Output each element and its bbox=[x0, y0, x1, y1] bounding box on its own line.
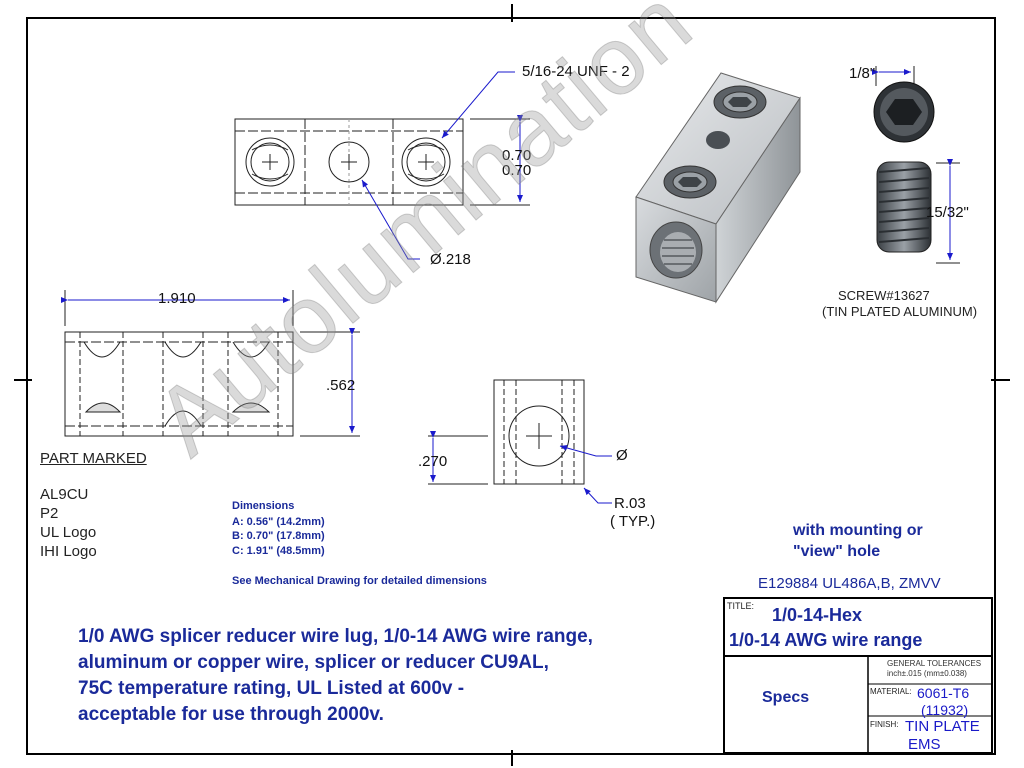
title-block bbox=[723, 597, 993, 754]
dimension-c: C: 1.91" (48.5mm) bbox=[232, 545, 325, 557]
screw-label: SCREW#13627 bbox=[838, 288, 930, 303]
dim-height: .562 bbox=[326, 377, 356, 394]
dim-hole-diameter: Ø.218 bbox=[430, 251, 471, 268]
specs-label: Specs bbox=[762, 689, 810, 706]
dimensions-title: Dimensions bbox=[232, 500, 295, 512]
dim-radius-typ: ( TYP.) bbox=[610, 513, 656, 530]
screw-material: (TIN PLATED ALUMINUM) bbox=[822, 304, 978, 319]
screw-render bbox=[872, 66, 960, 264]
description-line: 75C temperature rating, UL Listed at 600… bbox=[78, 678, 465, 699]
side-view bbox=[428, 379, 585, 485]
dim-hole-offset: .270 bbox=[418, 453, 448, 470]
title-secondary: 1/0-14 AWG wire range bbox=[729, 630, 923, 650]
description-line: acceptable for use through 2000v. bbox=[78, 704, 384, 725]
material-value: 6061-T6 bbox=[917, 685, 970, 701]
tolerance-label: GENERAL TOLERANCES bbox=[887, 659, 982, 668]
part-marked-title: PART MARKED bbox=[40, 450, 147, 467]
dim-radius: R.03 bbox=[614, 495, 646, 512]
description-line: 1/0 AWG splicer reducer wire lug, 1/0-14… bbox=[78, 626, 593, 647]
description-line: aluminum or copper wire, splicer or redu… bbox=[78, 652, 549, 673]
dim-screw-length: 15/32" bbox=[926, 204, 969, 221]
title-label: TITLE: bbox=[727, 601, 755, 611]
dimensions-note: See Mechanical Drawing for detailed dime… bbox=[232, 575, 487, 587]
finish-value: TIN PLATE bbox=[905, 718, 980, 735]
top-view bbox=[234, 118, 530, 206]
tolerance-value: inch±.015 (mm±0.038) bbox=[887, 669, 967, 678]
part-marked-line: AL9CU bbox=[40, 486, 89, 503]
dimension-a: A: 0.56" (14.2mm) bbox=[232, 516, 325, 528]
dimension-b: B: 0.70" (17.8mm) bbox=[232, 530, 325, 542]
part-marked-line: P2 bbox=[40, 505, 59, 522]
part-render-3d bbox=[635, 72, 801, 304]
material-code: (11932) bbox=[921, 702, 969, 718]
material-label: MATERIAL: bbox=[870, 687, 912, 696]
mounting-note: "view" hole bbox=[793, 543, 881, 560]
certification: E129884 UL486A,B, ZMVV bbox=[758, 575, 941, 592]
dim-side-diameter: Ø bbox=[616, 447, 628, 464]
part-marked-line: UL Logo bbox=[40, 524, 97, 541]
dim-screw-diameter: 1/8" bbox=[849, 65, 876, 82]
front-view bbox=[64, 290, 360, 437]
thread-callout: 5/16-24 UNF - 2 bbox=[522, 63, 630, 80]
dim-width-a: 0.70 bbox=[502, 147, 532, 164]
finish-sub: EMS bbox=[908, 736, 941, 753]
title-primary: 1/0-14-Hex bbox=[772, 605, 863, 625]
dim-width-b: 0.70 bbox=[502, 162, 532, 179]
dim-length: 1.910 bbox=[158, 290, 196, 307]
mounting-note: with mounting or bbox=[793, 522, 923, 539]
part-marked-line: IHI Logo bbox=[40, 543, 97, 560]
finish-label: FINISH: bbox=[870, 720, 899, 729]
